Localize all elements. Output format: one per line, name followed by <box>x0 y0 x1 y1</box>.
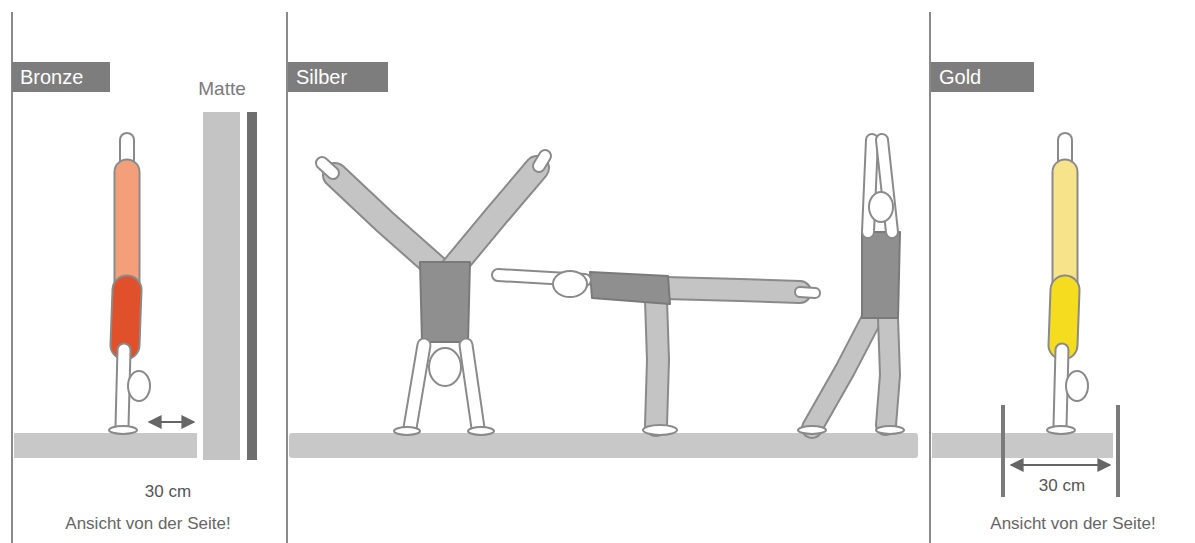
level-title: Gold <box>939 66 981 89</box>
level-title: Bronze <box>20 66 83 89</box>
level-title: Silber <box>296 66 347 89</box>
view-note: Ansicht von der Seite! <box>65 514 230 534</box>
level-tab: Bronze <box>12 62 110 92</box>
dimension-arrow <box>1011 464 1110 466</box>
mat <box>203 112 240 460</box>
bracket <box>1116 405 1120 497</box>
floor <box>289 433 918 458</box>
view-note: Ansicht von der Seite! <box>990 514 1155 534</box>
standing-figure <box>798 140 904 434</box>
panel-separator <box>12 12 930 543</box>
dimension-label: 30 cm <box>145 482 191 502</box>
dimension-label: 30 cm <box>1039 476 1085 496</box>
handstand-figure <box>1047 140 1088 434</box>
handstand-figure <box>109 140 150 434</box>
dimension-arrow <box>149 421 194 423</box>
bracket <box>1001 405 1005 497</box>
cartwheel-figure <box>322 156 545 435</box>
level-tab: Silber <box>288 62 388 92</box>
floor <box>932 433 1113 458</box>
level-tab: Gold <box>931 62 1034 92</box>
floor <box>14 433 197 458</box>
mat-edge <box>247 112 257 460</box>
scale-figure <box>498 271 815 435</box>
mat-label: Matte <box>198 78 246 100</box>
